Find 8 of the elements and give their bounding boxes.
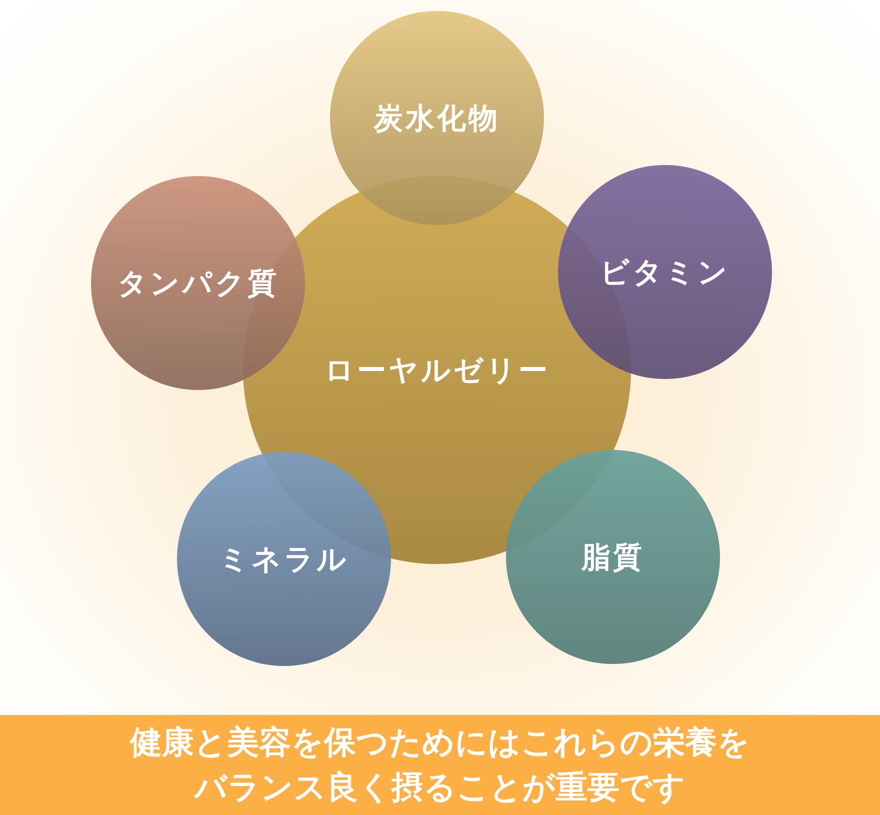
nutrient-label: 炭水化物 — [374, 104, 500, 132]
nutrient-label: タンパク質 — [117, 268, 279, 298]
banner-text: 健康と美容を保つためにはこれらの栄養をバランス良く摂ることが重要です — [128, 722, 751, 808]
nutrient-label: ビタミン — [600, 258, 730, 286]
message-banner — [0, 715, 880, 815]
nutrient-label: ミネラル — [219, 544, 349, 574]
center-label: ローヤルゼリー — [324, 356, 550, 384]
nutrient-label: 脂質 — [582, 542, 644, 572]
